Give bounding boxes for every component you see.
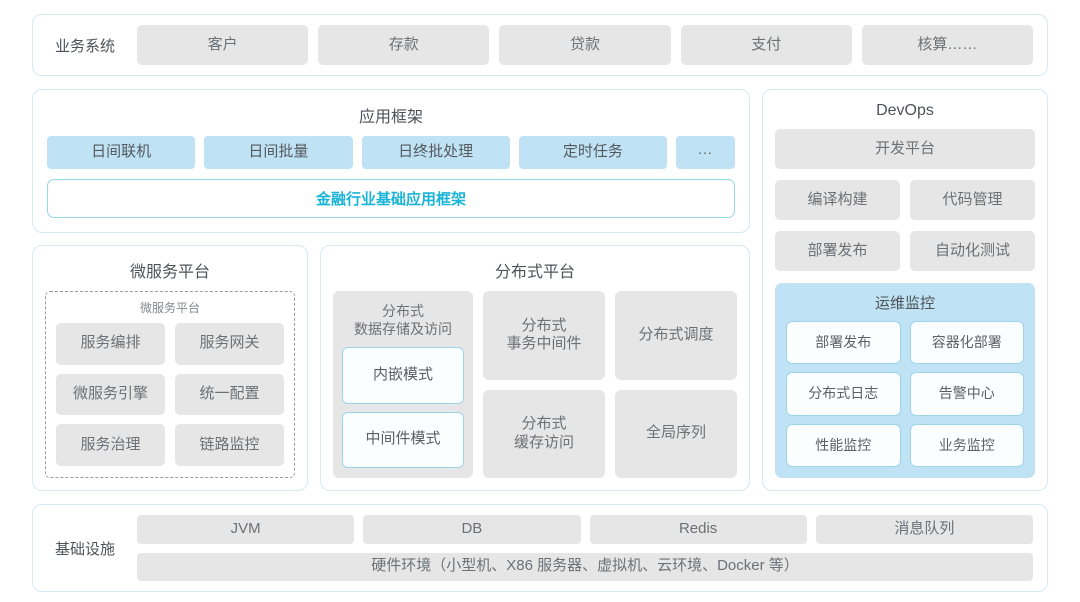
devops-title: DevOps bbox=[876, 102, 934, 119]
business-system-accounting[interactable]: 核算…… bbox=[861, 25, 1034, 65]
microservice-platform-panel: 微服务平台 微服务平台 服务编排 服务网关 微服务引擎 统一配置 服务治理 链路… bbox=[32, 245, 308, 491]
microservice-platform-title: 微服务平台 bbox=[129, 264, 210, 281]
distributed-storage-card[interactable]: 分布式 数据存储及访问 内嵌模式 中间件模式 bbox=[333, 291, 473, 478]
ops-business-monitoring[interactable]: 业务监控 bbox=[909, 423, 1024, 467]
left-column: 应用框架 日间联机 日间批量 日终批处理 定时任务 ... 金融行业基础应用框架… bbox=[32, 89, 750, 491]
distributed-scheduling[interactable]: 分布式调度 bbox=[615, 291, 737, 380]
microservice-platform-subtitle: 微服务平台 bbox=[139, 301, 200, 315]
app-framework-banner: 金融行业基础应用框架 bbox=[47, 179, 735, 218]
platforms-row: 微服务平台 微服务平台 服务编排 服务网关 微服务引擎 统一配置 服务治理 链路… bbox=[32, 245, 750, 491]
ms-microservice-engine[interactable]: 微服务引擎 bbox=[56, 373, 165, 416]
middle-region: 应用框架 日间联机 日间批量 日终批处理 定时任务 ... 金融行业基础应用框架… bbox=[32, 89, 1048, 491]
devops-tools-grid: 编译构建 代码管理 部署发布 自动化测试 bbox=[775, 180, 1035, 271]
business-systems-panel: 业务系统 客户 存款 贷款 支付 核算…… bbox=[32, 14, 1048, 76]
distributed-column-2: 分布式 事务中间件 分布式 缓存访问 bbox=[483, 291, 605, 478]
distributed-platform-panel: 分布式平台 分布式 数据存储及访问 内嵌模式 中间件模式 分布式 事务中间件 分… bbox=[320, 245, 750, 491]
app-framework-daytime-online[interactable]: 日间联机 bbox=[47, 136, 196, 169]
business-system-deposit[interactable]: 存款 bbox=[318, 25, 490, 65]
ops-monitoring-title: 运维监控 bbox=[874, 295, 935, 312]
infrastructure-panel: 基础设施 JVM DB Redis 消息队列 硬件环境（小型机、X86 服务器、… bbox=[32, 504, 1048, 592]
business-system-customer[interactable]: 客户 bbox=[137, 25, 309, 65]
microservice-platform-grid: 服务编排 服务网关 微服务引擎 统一配置 服务治理 链路监控 bbox=[56, 323, 284, 466]
distributed-column-3: 分布式调度 全局序列 bbox=[615, 291, 737, 478]
distributed-storage-title: 分布式 数据存储及访问 bbox=[354, 303, 452, 338]
ms-service-orchestration[interactable]: 服务编排 bbox=[56, 323, 165, 365]
devops-code-management[interactable]: 代码管理 bbox=[910, 180, 1035, 220]
devops-panel: DevOps 开发平台 编译构建 代码管理 部署发布 自动化测试 运维监控 部署… bbox=[762, 89, 1048, 491]
ops-deploy-release[interactable]: 部署发布 bbox=[786, 321, 901, 365]
ops-alert-center[interactable]: 告警中心 bbox=[909, 372, 1024, 416]
ops-performance-monitoring[interactable]: 性能监控 bbox=[786, 423, 901, 467]
distributed-storage-modes: 内嵌模式 中间件模式 bbox=[342, 347, 464, 468]
business-systems-label: 业务系统 bbox=[54, 37, 115, 55]
devops-dev-platform[interactable]: 开发平台 bbox=[775, 129, 1035, 169]
infrastructure-stack: JVM DB Redis 消息队列 硬件环境（小型机、X86 服务器、虚拟机、云… bbox=[137, 515, 1033, 581]
ms-unified-config[interactable]: 统一配置 bbox=[175, 373, 284, 416]
app-framework-scheduled-task[interactable]: 定时任务 bbox=[518, 136, 667, 169]
devops-compile-build[interactable]: 编译构建 bbox=[775, 180, 900, 220]
devops-header: DevOps 开发平台 编译构建 代码管理 部署发布 自动化测试 bbox=[775, 98, 1035, 283]
ops-monitoring-panel: 运维监控 部署发布 容器化部署 分布式日志 告警中心 性能监控 业务监控 bbox=[775, 283, 1035, 478]
infrastructure-label: 基础设施 bbox=[54, 540, 115, 558]
infra-jvm[interactable]: JVM bbox=[137, 515, 355, 544]
ms-service-gateway[interactable]: 服务网关 bbox=[175, 323, 284, 365]
infra-message-queue[interactable]: 消息队列 bbox=[815, 515, 1033, 544]
ops-containerized-deploy[interactable]: 容器化部署 bbox=[909, 321, 1024, 365]
distributed-transaction-middleware[interactable]: 分布式 事务中间件 bbox=[483, 291, 605, 380]
ms-trace-monitoring[interactable]: 链路监控 bbox=[175, 424, 284, 466]
app-framework-title: 应用框架 bbox=[358, 109, 423, 126]
business-system-loan[interactable]: 贷款 bbox=[499, 25, 671, 65]
business-system-payment[interactable]: 支付 bbox=[680, 25, 852, 65]
distributed-platform-body: 分布式 数据存储及访问 内嵌模式 中间件模式 分布式 事务中间件 分布式 缓存访… bbox=[333, 291, 737, 478]
storage-mode-middleware[interactable]: 中间件模式 bbox=[342, 411, 464, 468]
ms-service-governance[interactable]: 服务治理 bbox=[56, 424, 165, 466]
infra-redis[interactable]: Redis bbox=[589, 515, 807, 544]
distributed-cache-access[interactable]: 分布式 缓存访问 bbox=[483, 389, 605, 478]
global-sequence[interactable]: 全局序列 bbox=[615, 389, 737, 478]
infra-db[interactable]: DB bbox=[363, 515, 581, 544]
app-framework-more[interactable]: ... bbox=[676, 136, 735, 169]
devops-deploy-release[interactable]: 部署发布 bbox=[775, 231, 900, 271]
ops-monitoring-grid: 部署发布 容器化部署 分布式日志 告警中心 性能监控 业务监控 bbox=[786, 321, 1024, 467]
infrastructure-components: JVM DB Redis 消息队列 bbox=[137, 515, 1033, 544]
ops-distributed-log[interactable]: 分布式日志 bbox=[786, 372, 901, 416]
app-framework-panel: 应用框架 日间联机 日间批量 日终批处理 定时任务 ... 金融行业基础应用框架 bbox=[32, 89, 750, 233]
app-framework-eod-batch[interactable]: 日终批处理 bbox=[361, 136, 510, 169]
microservice-platform-inner: 微服务平台 服务编排 服务网关 微服务引擎 统一配置 服务治理 链路监控 bbox=[45, 291, 295, 478]
devops-automated-testing[interactable]: 自动化测试 bbox=[910, 231, 1035, 271]
infra-hardware-environment[interactable]: 硬件环境（小型机、X86 服务器、虚拟机、云环境、Docker 等） bbox=[137, 552, 1033, 581]
app-framework-daytime-batch[interactable]: 日间批量 bbox=[204, 136, 353, 169]
app-framework-chips: 日间联机 日间批量 日终批处理 定时任务 ... bbox=[47, 136, 735, 169]
business-systems-chips: 客户 存款 贷款 支付 核算…… bbox=[137, 25, 1034, 65]
devops-column: DevOps 开发平台 编译构建 代码管理 部署发布 自动化测试 运维监控 部署… bbox=[762, 89, 1048, 491]
storage-mode-embedded[interactable]: 内嵌模式 bbox=[342, 347, 464, 404]
distributed-platform-title: 分布式平台 bbox=[494, 264, 575, 281]
